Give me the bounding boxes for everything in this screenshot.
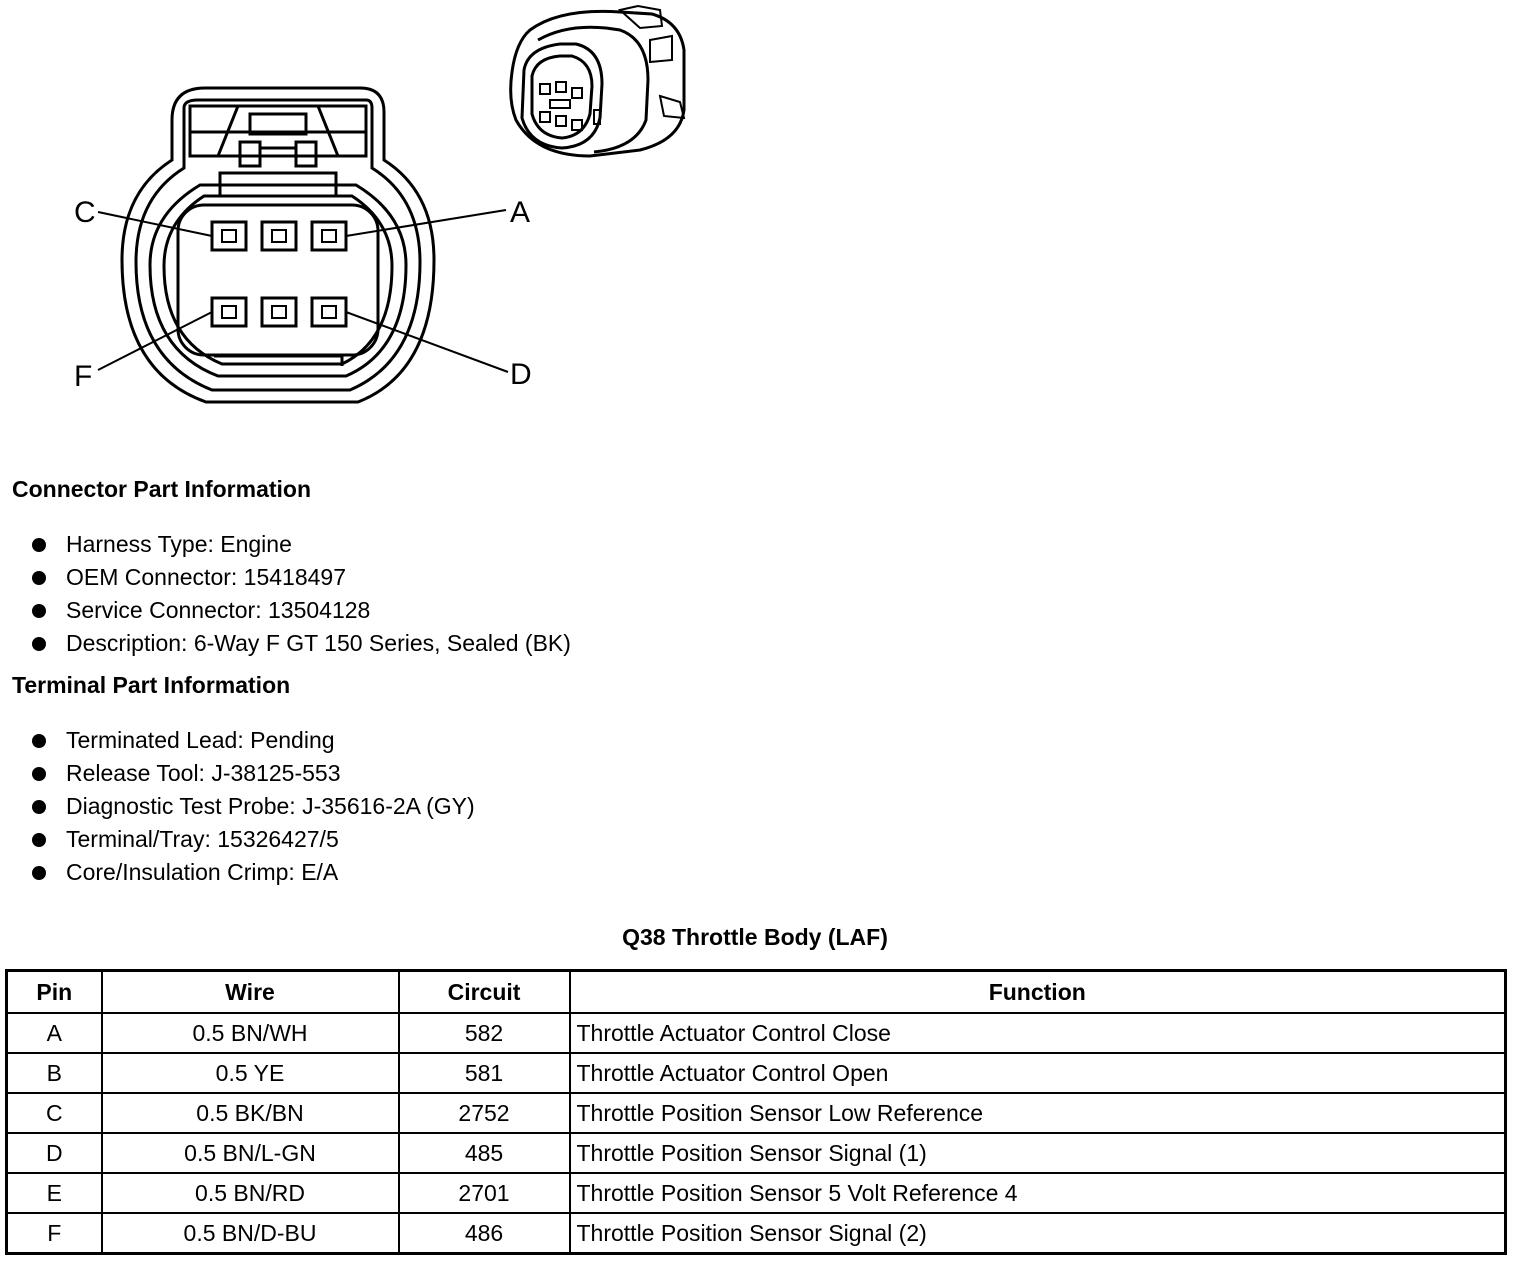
column-header-pin: Pin: [5, 969, 103, 1014]
list-item: Core/Insulation Crimp: E/A: [28, 856, 475, 889]
bullet-icon: [32, 865, 46, 880]
leader-line-f: [97, 311, 213, 371]
cavity-d: [310, 296, 348, 328]
cavity-a: [310, 220, 348, 252]
column-header-wire: Wire: [100, 969, 400, 1014]
cavity-b: [260, 220, 298, 252]
table-row: A 0.5 BN/WH 582 Throttle Actuator Contro…: [5, 1012, 1507, 1054]
connector-iso-illustration: [509, 4, 686, 158]
list-item-text: Description: 6-Way F GT 150 Series, Seal…: [66, 630, 571, 656]
pin-label-f: F: [74, 360, 92, 393]
column-header-circuit: Circuit: [397, 969, 571, 1014]
cell-wire: 0.5 BN/WH: [100, 1012, 400, 1054]
cell-wire: 0.5 BN/L-GN: [100, 1132, 400, 1174]
cell-pin: B: [5, 1052, 103, 1094]
column-header-function: Function: [568, 969, 1507, 1014]
cell-function: Throttle Actuator Control Close: [568, 1012, 1507, 1054]
list-item-text: Core/Insulation Crimp: E/A: [66, 859, 339, 885]
cavity-e: [260, 296, 298, 328]
pin-label-c: C: [74, 196, 96, 229]
terminal-info-title: Terminal Part Information: [12, 672, 291, 698]
cell-pin: E: [5, 1172, 103, 1214]
bullet-icon: [32, 766, 46, 781]
list-item: Harness Type: Engine: [28, 528, 571, 561]
pin-label-a: A: [510, 196, 530, 229]
list-item-text: Terminated Lead: Pending: [66, 727, 335, 753]
cell-pin: D: [5, 1132, 103, 1174]
table-title: Q38 Throttle Body (LAF): [622, 924, 888, 950]
list-item-text: Service Connector: 13504128: [66, 597, 371, 623]
bullet-icon: [32, 733, 46, 748]
cavity-c: [210, 220, 248, 252]
connector-info-list: Harness Type: Engine OEM Connector: 1541…: [28, 528, 571, 660]
cell-function: Throttle Actuator Control Open: [568, 1052, 1507, 1094]
cell-circuit: 581: [397, 1052, 571, 1094]
table-header-row: Pin Wire Circuit Function: [5, 969, 1507, 1014]
bullet-icon: [32, 537, 46, 552]
leader-line-d: [345, 311, 509, 373]
list-item-text: Release Tool: J-38125-553: [66, 760, 341, 786]
list-item-text: Harness Type: Engine: [66, 531, 292, 557]
cell-function: Throttle Position Sensor Low Reference: [568, 1092, 1507, 1134]
cell-pin: C: [5, 1092, 103, 1134]
terminal-info-list: Terminated Lead: Pending Release Tool: J…: [28, 724, 475, 889]
bullet-icon: [32, 799, 46, 814]
table-row: B 0.5 YE 581 Throttle Actuator Control O…: [5, 1052, 1507, 1094]
leader-line-a: [345, 209, 507, 237]
table-row: D 0.5 BN/L-GN 485 Throttle Position Sens…: [5, 1132, 1507, 1174]
list-item: OEM Connector: 15418497: [28, 561, 571, 594]
connector-diagram: C A F D: [74, 4, 686, 404]
cell-circuit: 2701: [397, 1172, 571, 1214]
cavity-f: [210, 296, 248, 328]
list-item-text: OEM Connector: 15418497: [66, 564, 347, 590]
list-item-text: Terminal/Tray: 15326427/5: [66, 826, 339, 852]
cell-function: Throttle Position Sensor Signal (2): [568, 1212, 1507, 1255]
list-item: Diagnostic Test Probe: J-35616-2A (GY): [28, 790, 475, 823]
bullet-icon: [32, 636, 46, 651]
list-item: Terminated Lead: Pending: [28, 724, 475, 757]
cell-pin: F: [5, 1212, 103, 1255]
cell-circuit: 2752: [397, 1092, 571, 1134]
cell-function: Throttle Position Sensor Signal (1): [568, 1132, 1507, 1174]
list-item: Service Connector: 13504128: [28, 594, 571, 627]
leader-line-c: [97, 211, 213, 237]
cell-wire: 0.5 YE: [100, 1052, 400, 1094]
bullet-icon: [32, 603, 46, 618]
cell-circuit: 486: [397, 1212, 571, 1255]
table-row: C 0.5 BK/BN 2752 Throttle Position Senso…: [5, 1092, 1507, 1134]
pin-label-d: D: [510, 358, 532, 391]
table-row: F 0.5 BN/D-BU 486 Throttle Position Sens…: [5, 1212, 1507, 1255]
bullet-icon: [32, 570, 46, 585]
connector-info-title: Connector Part Information: [12, 476, 312, 502]
cell-wire: 0.5 BN/D-BU: [100, 1212, 400, 1255]
list-item: Terminal/Tray: 15326427/5: [28, 823, 475, 856]
cell-circuit: 485: [397, 1132, 571, 1174]
list-item: Description: 6-Way F GT 150 Series, Seal…: [28, 627, 571, 660]
table-row: E 0.5 BN/RD 2701 Throttle Position Senso…: [5, 1172, 1507, 1214]
cell-pin: A: [5, 1012, 103, 1054]
pinout-table: Pin Wire Circuit Function A 0.5 BN/WH 58…: [5, 969, 1507, 1255]
bullet-icon: [32, 832, 46, 847]
cell-wire: 0.5 BK/BN: [100, 1092, 400, 1134]
cell-circuit: 582: [397, 1012, 571, 1054]
list-item: Release Tool: J-38125-553: [28, 757, 475, 790]
connector-housing-outline: [120, 86, 436, 404]
cell-function: Throttle Position Sensor 5 Volt Referenc…: [568, 1172, 1507, 1214]
cell-wire: 0.5 BN/RD: [100, 1172, 400, 1214]
list-item-text: Diagnostic Test Probe: J-35616-2A (GY): [66, 793, 475, 819]
